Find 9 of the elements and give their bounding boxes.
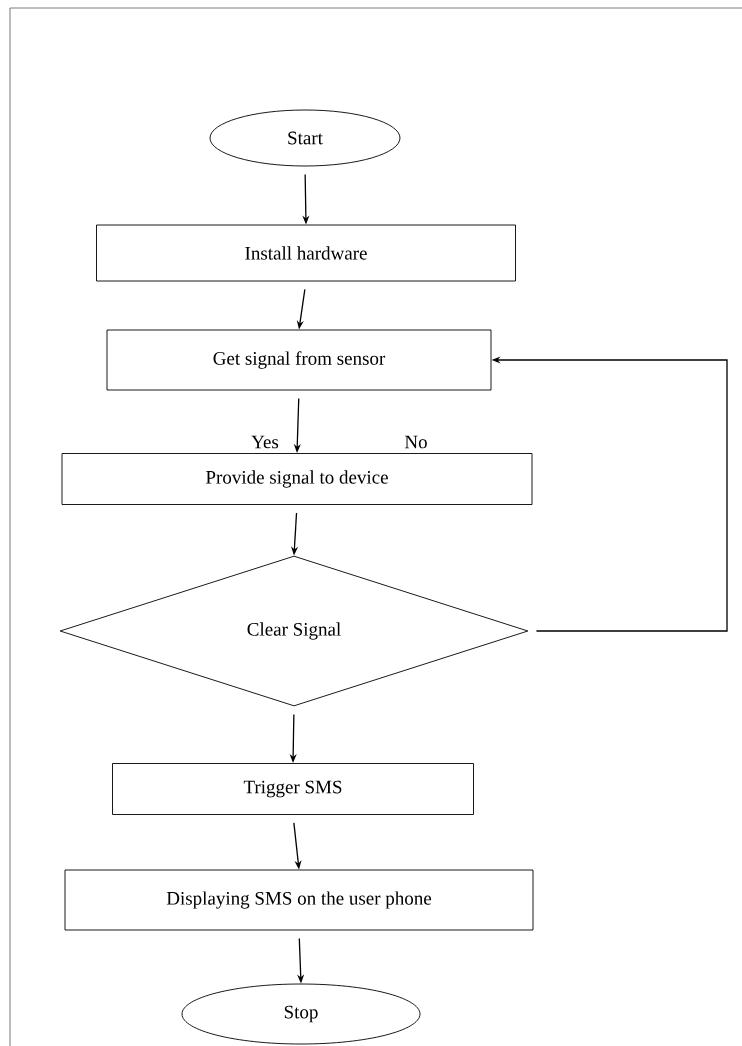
process-box: Displaying SMS on the user phone (64, 869, 534, 931)
process-box: Get signal from sensor (106, 329, 492, 391)
start-oval: Start (209, 109, 401, 167)
process-box: Provide signal to device (61, 453, 533, 505)
process-box: Trigger SMS (112, 763, 474, 815)
branch-label: Yes (251, 435, 279, 449)
branch-label: No (404, 435, 427, 449)
process-box: Install hardware (96, 224, 516, 282)
stop-oval: Stop (181, 983, 421, 1045)
